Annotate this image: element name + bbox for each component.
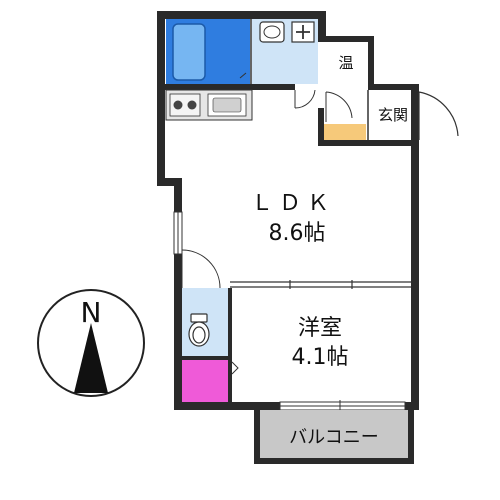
- ldk-size: 8.6帖: [269, 221, 326, 246]
- toilet-icon: [188, 313, 210, 347]
- stove-icon: [169, 93, 201, 117]
- inner-door-icon: [294, 89, 353, 122]
- kitchen-sink-icon: [207, 93, 247, 117]
- toilet-door-icon: [181, 249, 221, 289]
- balcony-label: バルコニー: [289, 427, 379, 448]
- water-heater-space: [326, 42, 368, 84]
- ldk-name: ＬＤＫ: [251, 191, 335, 216]
- genkan-floor: [324, 124, 366, 140]
- washing-machine-icon: [291, 21, 315, 43]
- sink-icon: [259, 21, 285, 43]
- bathtub-icon: [172, 23, 206, 81]
- balcony: [254, 410, 414, 464]
- compass-label: N: [81, 296, 102, 329]
- water-heater-label: 温: [338, 54, 353, 72]
- entrance-door-icon: [418, 91, 459, 140]
- storage-closet: [182, 360, 228, 402]
- toilet-room: [182, 288, 228, 358]
- western-room-size: 4.1帖: [292, 345, 349, 370]
- ldk-window: [173, 211, 183, 255]
- compass: N: [37, 289, 145, 397]
- balcony-railing: [254, 410, 414, 464]
- north-arrow-icon: [74, 323, 108, 393]
- entrance-label: 玄関: [378, 106, 408, 124]
- sliding-partition: [230, 280, 411, 289]
- western-room-name: 洋室: [298, 316, 342, 341]
